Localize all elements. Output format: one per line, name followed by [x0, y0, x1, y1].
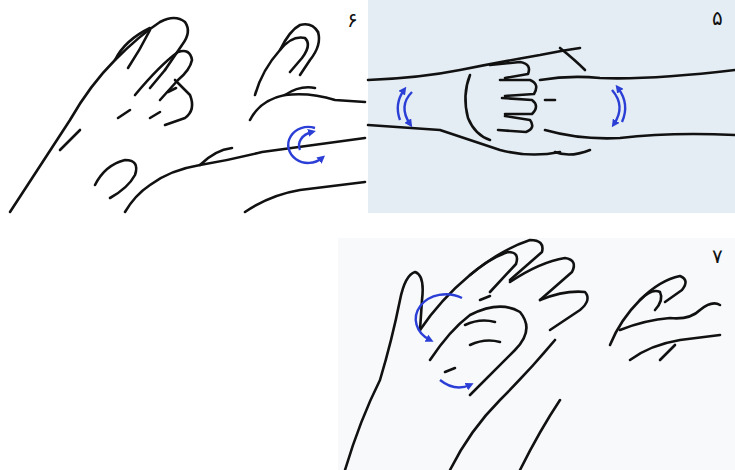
hand-drawing — [368, 48, 735, 155]
panel-five — [368, 0, 735, 213]
step-number: ۶ — [347, 10, 358, 30]
hand-drawing — [345, 240, 720, 470]
hand-drawing — [10, 18, 365, 212]
step-number: ۷ — [712, 246, 723, 266]
rotation-arrow — [288, 127, 322, 163]
panel-six — [0, 0, 366, 213]
step-number: ۵ — [712, 8, 723, 28]
rotation-arrow — [416, 294, 470, 387]
rotation-arrow — [398, 88, 625, 124]
panel-seven — [338, 238, 735, 470]
